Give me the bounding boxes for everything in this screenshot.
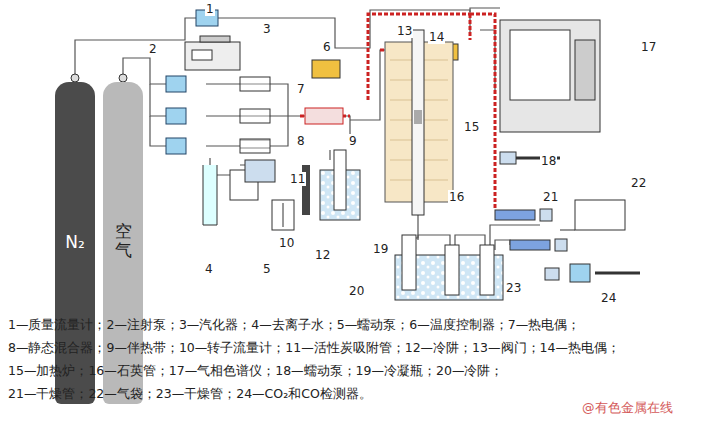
callout-number: 21 xyxy=(542,190,559,204)
parts-list: 8—静态混合器；9—伴热带；10—转子流量计；11—活性炭吸附管；12—冷阱；1… xyxy=(8,340,620,355)
callout-number: 7 xyxy=(296,82,306,96)
cylinder-label: 空气 xyxy=(115,222,132,259)
callout-number: 3 xyxy=(262,22,272,36)
callout-number: 24 xyxy=(600,291,617,305)
callout-number: 4 xyxy=(204,262,214,276)
callout-number: 5 xyxy=(262,262,272,276)
callout-number: 11 xyxy=(289,172,306,186)
callout-number: 13 xyxy=(396,24,413,38)
callout-number: 2 xyxy=(148,42,158,56)
callout-number: 16 xyxy=(448,190,465,204)
callout-number: 22 xyxy=(630,176,647,190)
gas-cylinder: N₂ xyxy=(55,82,95,404)
parts-list: 21—干燥管；22—气袋；23—干燥管；24—CO₂和CO检测器。 xyxy=(8,386,372,401)
callout-number: 6 xyxy=(322,40,332,54)
watermark: @有色金属在线 xyxy=(582,400,673,415)
callout-number: 1 xyxy=(205,2,215,16)
callout-number: 18 xyxy=(540,154,557,168)
gas-cylinder: 空气 xyxy=(103,82,143,404)
callout-number: 19 xyxy=(372,242,389,256)
callout-number: 14 xyxy=(428,30,445,44)
callout-number: 9 xyxy=(348,134,358,148)
callout-number: 12 xyxy=(314,248,331,262)
cylinder-label: N₂ xyxy=(55,232,95,252)
parts-list: 1—质量流量计；2—注射泵；3—汽化器；4—去离子水；5—蠕动泵；6—温度控制器… xyxy=(8,317,580,332)
callout-number: 20 xyxy=(348,284,365,298)
parts-list: 15—加热炉；16—石英管；17—气相色谱仪；18—蠕动泵；19—冷凝瓶；20—… xyxy=(8,363,503,378)
callout-number: 8 xyxy=(296,134,306,148)
callout-number: 23 xyxy=(505,281,522,295)
callout-number: 17 xyxy=(640,40,657,54)
callout-number: 10 xyxy=(278,236,295,250)
callout-number: 15 xyxy=(463,120,480,134)
